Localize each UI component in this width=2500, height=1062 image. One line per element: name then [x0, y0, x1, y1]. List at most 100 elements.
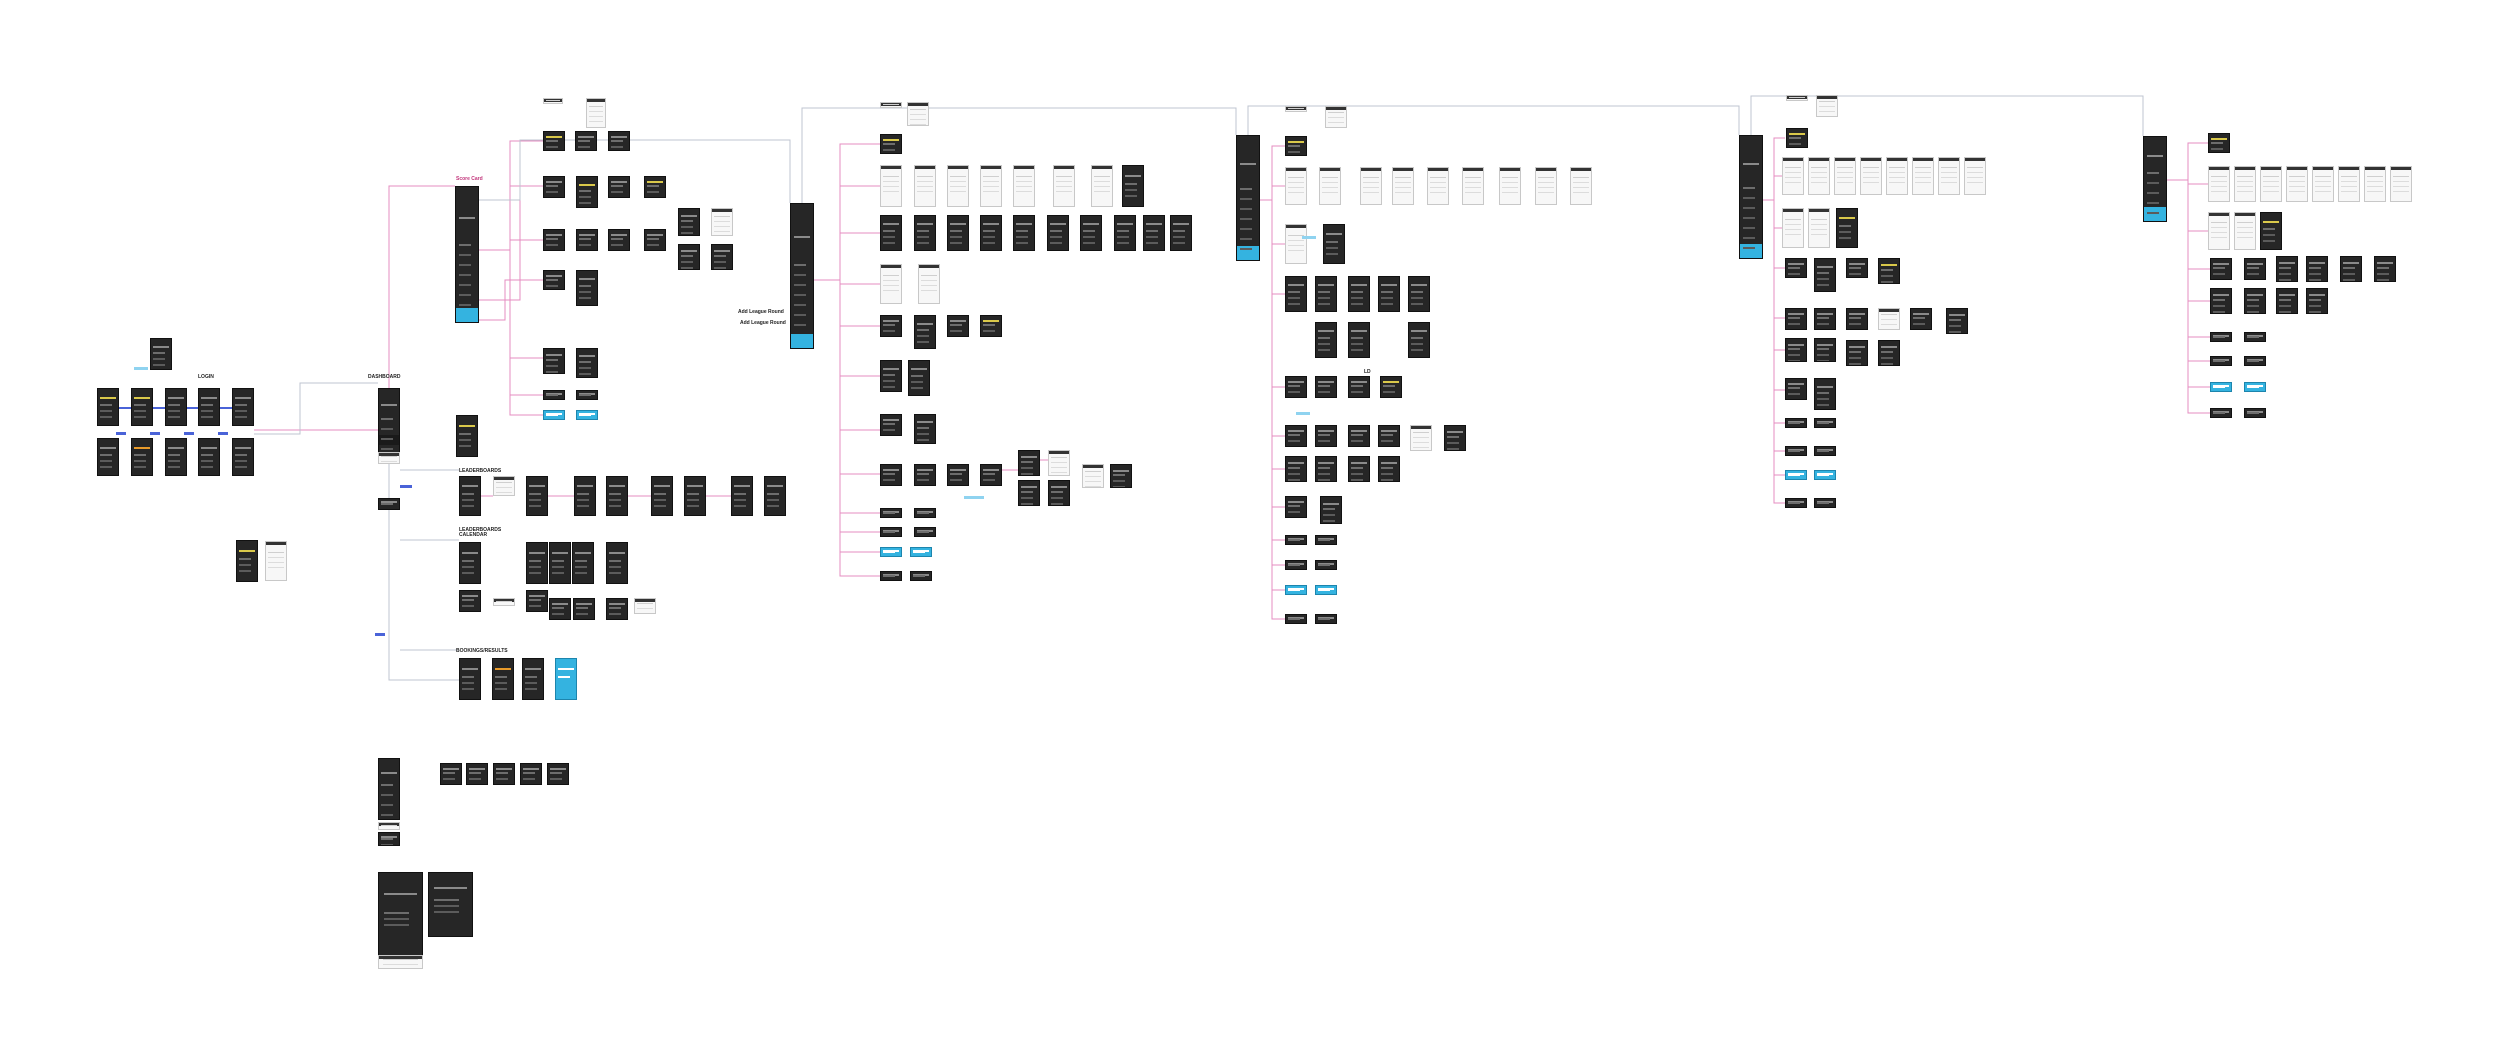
col5-blue-1[interactable]	[2210, 382, 2232, 392]
col4-row3-7[interactable]	[1878, 340, 1900, 366]
league-row2-6[interactable]	[1047, 215, 1069, 251]
score-card-blue-2[interactable]	[576, 410, 598, 420]
login-screen-7[interactable]	[131, 438, 153, 476]
calendar-screen-2[interactable]	[526, 542, 548, 584]
calendar-screen-1[interactable]	[459, 542, 481, 584]
col3-row2-2[interactable]	[1315, 276, 1337, 312]
score-card-screen-19[interactable]	[543, 390, 565, 400]
col5-row6-1[interactable]	[2210, 408, 2232, 418]
col3-row4-2[interactable]	[1315, 425, 1337, 447]
bookings-screen-3[interactable]	[522, 658, 544, 700]
col4-row2-3[interactable]	[1846, 258, 1868, 278]
leaderboard-screen-3[interactable]	[574, 476, 596, 516]
calendar-screen-5[interactable]	[606, 542, 628, 584]
col4-long-screen[interactable]	[1739, 135, 1763, 259]
score-card-screen-10[interactable]	[608, 229, 630, 251]
col3-row3-3[interactable]	[1348, 376, 1370, 398]
leaderboard-screen-5[interactable]	[651, 476, 673, 516]
col5-top-screen[interactable]	[2208, 133, 2230, 153]
league-row6-7[interactable]	[1018, 480, 1040, 506]
onboarding-screen[interactable]	[236, 540, 258, 582]
score-card-blue-1[interactable]	[543, 410, 565, 420]
league-row6-6[interactable]	[1110, 464, 1132, 488]
col4-row7-1[interactable]	[1785, 446, 1807, 456]
col3-row4-5[interactable]	[1444, 425, 1466, 451]
col3-row2-4[interactable]	[1378, 276, 1400, 312]
score-card-screen-11[interactable]	[644, 229, 666, 251]
league-top-screen[interactable]	[880, 134, 902, 154]
league-row6-4[interactable]	[980, 464, 1002, 486]
col3-row3-1[interactable]	[1285, 376, 1307, 398]
col4-row2-1[interactable]	[1785, 258, 1807, 278]
league-row9-2[interactable]	[910, 571, 932, 581]
calendar-screen-3[interactable]	[549, 542, 571, 584]
col4-row3-3[interactable]	[1846, 308, 1868, 330]
col3-row5-2[interactable]	[1315, 456, 1337, 482]
login-screen-4[interactable]	[198, 388, 220, 426]
league-row6-3[interactable]	[947, 464, 969, 486]
league-row5-1[interactable]	[880, 414, 902, 436]
col4-row3-2[interactable]	[1814, 308, 1836, 330]
col3-row3-2[interactable]	[1315, 376, 1337, 398]
col4-blue-2[interactable]	[1814, 470, 1836, 480]
login-screen-10[interactable]	[232, 438, 254, 476]
col3-top-screen[interactable]	[1285, 136, 1307, 156]
col3-blue-2[interactable]	[1315, 585, 1337, 595]
col5-blue-2[interactable]	[2244, 382, 2266, 392]
col3-row2-3[interactable]	[1348, 276, 1370, 312]
col5-row4-2[interactable]	[2244, 332, 2266, 342]
league-row8-2[interactable]	[914, 527, 936, 537]
dashboard-stack-screen[interactable]	[456, 415, 478, 457]
col4-row8-2[interactable]	[1814, 498, 1836, 508]
col4-row3-5[interactable]	[1946, 308, 1968, 334]
league-row6-1[interactable]	[880, 464, 902, 486]
score-card-screen-3[interactable]	[608, 131, 630, 151]
league-row3-3[interactable]	[947, 315, 969, 337]
score-card-screen-9[interactable]	[576, 229, 598, 251]
score-card-screen-4[interactable]	[543, 176, 565, 198]
col3-row7-1[interactable]	[1285, 535, 1307, 545]
league-row8-1[interactable]	[880, 527, 902, 537]
col4-row2-2[interactable]	[1814, 258, 1836, 292]
col3-row9-1[interactable]	[1285, 614, 1307, 624]
league-row6-2[interactable]	[914, 464, 936, 486]
score-card-screen-7[interactable]	[644, 176, 666, 198]
calendar-screen-10[interactable]	[606, 598, 628, 620]
dashboard-variant-5[interactable]	[547, 763, 569, 785]
col5-row2-3[interactable]	[2276, 256, 2298, 282]
league-row2-5[interactable]	[1013, 215, 1035, 251]
col5-row5-2[interactable]	[2244, 356, 2266, 366]
col5-row4-1[interactable]	[2210, 332, 2232, 342]
dashboard-variant-3[interactable]	[493, 763, 515, 785]
col4-row3-1[interactable]	[1785, 308, 1807, 330]
bookings-screen-4[interactable]	[555, 658, 577, 700]
login-screen-6[interactable]	[97, 438, 119, 476]
col4-row2-4[interactable]	[1878, 258, 1900, 284]
col5-row3-3[interactable]	[2276, 288, 2298, 314]
col3-dark-1[interactable]	[1323, 224, 1345, 264]
league-dark-1[interactable]	[1122, 165, 1144, 207]
col3-row4-3[interactable]	[1348, 425, 1370, 447]
league-row2-4[interactable]	[980, 215, 1002, 251]
league-row3-2[interactable]	[914, 315, 936, 349]
league-row7-1[interactable]	[880, 508, 902, 518]
col3-row4-4[interactable]	[1378, 425, 1400, 447]
leaderboard-screen-1[interactable]	[459, 476, 481, 516]
score-card-screen-20[interactable]	[576, 390, 598, 400]
dashboard-variant-4[interactable]	[520, 763, 542, 785]
col3-row6-2[interactable]	[1320, 496, 1342, 524]
col3-row8-2[interactable]	[1315, 560, 1337, 570]
col5-row2-1[interactable]	[2210, 258, 2232, 280]
col4-row8-1[interactable]	[1785, 498, 1807, 508]
score-card-screen-13[interactable]	[678, 244, 700, 270]
calendar-screen-7[interactable]	[526, 590, 548, 612]
league-row2-10[interactable]	[1170, 215, 1192, 251]
col3-row2-5[interactable]	[1408, 276, 1430, 312]
login-screen-8[interactable]	[165, 438, 187, 476]
league-row2-3[interactable]	[947, 215, 969, 251]
col5-row2-5[interactable]	[2340, 256, 2362, 282]
login-screen-3[interactable]	[165, 388, 187, 426]
score-card-screen-15[interactable]	[543, 270, 565, 290]
league-row7-2[interactable]	[914, 508, 936, 518]
league-row3-4[interactable]	[980, 315, 1002, 337]
